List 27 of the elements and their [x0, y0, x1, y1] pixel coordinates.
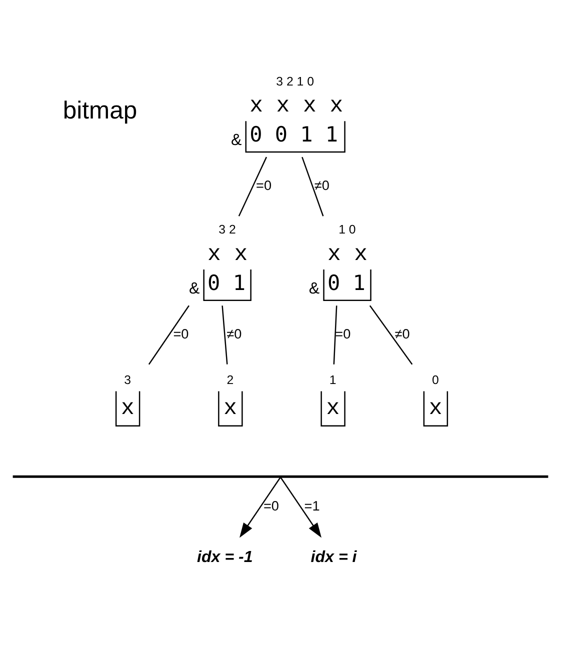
node-text: 0 x	[428, 372, 442, 422]
connector	[222, 306, 228, 364]
node-text: 2 x	[224, 372, 237, 422]
edge-label: ≠0	[394, 326, 410, 342]
edge-label: =0	[263, 498, 279, 514]
node-text: idx = i	[310, 548, 357, 566]
edge-label: ≠0	[226, 326, 242, 342]
connector	[302, 156, 324, 216]
edge-label: ≠0	[314, 178, 330, 194]
node-text: 3 2 x x & 0 1	[189, 222, 248, 298]
edge-label: =0	[335, 326, 351, 342]
edge-label: =0	[256, 178, 272, 194]
connector	[238, 156, 268, 216]
connector	[369, 305, 413, 365]
edge-label: =1	[304, 498, 320, 514]
connector	[333, 306, 338, 364]
connector	[148, 305, 190, 365]
edge-label: =0	[173, 326, 189, 342]
node-text: idx = -1	[197, 548, 253, 566]
node-text: 3 2 1 0 x x x x & 0 0 1 1	[231, 74, 344, 150]
node-label: bitmap	[62, 98, 138, 125]
node-bar	[12, 475, 548, 478]
node-text: 3 x	[121, 372, 134, 422]
node-text: 1 0 x x & 0 1	[308, 222, 368, 298]
arrow	[280, 476, 322, 538]
arrow	[240, 476, 281, 538]
node-text: 1 x	[326, 372, 340, 422]
